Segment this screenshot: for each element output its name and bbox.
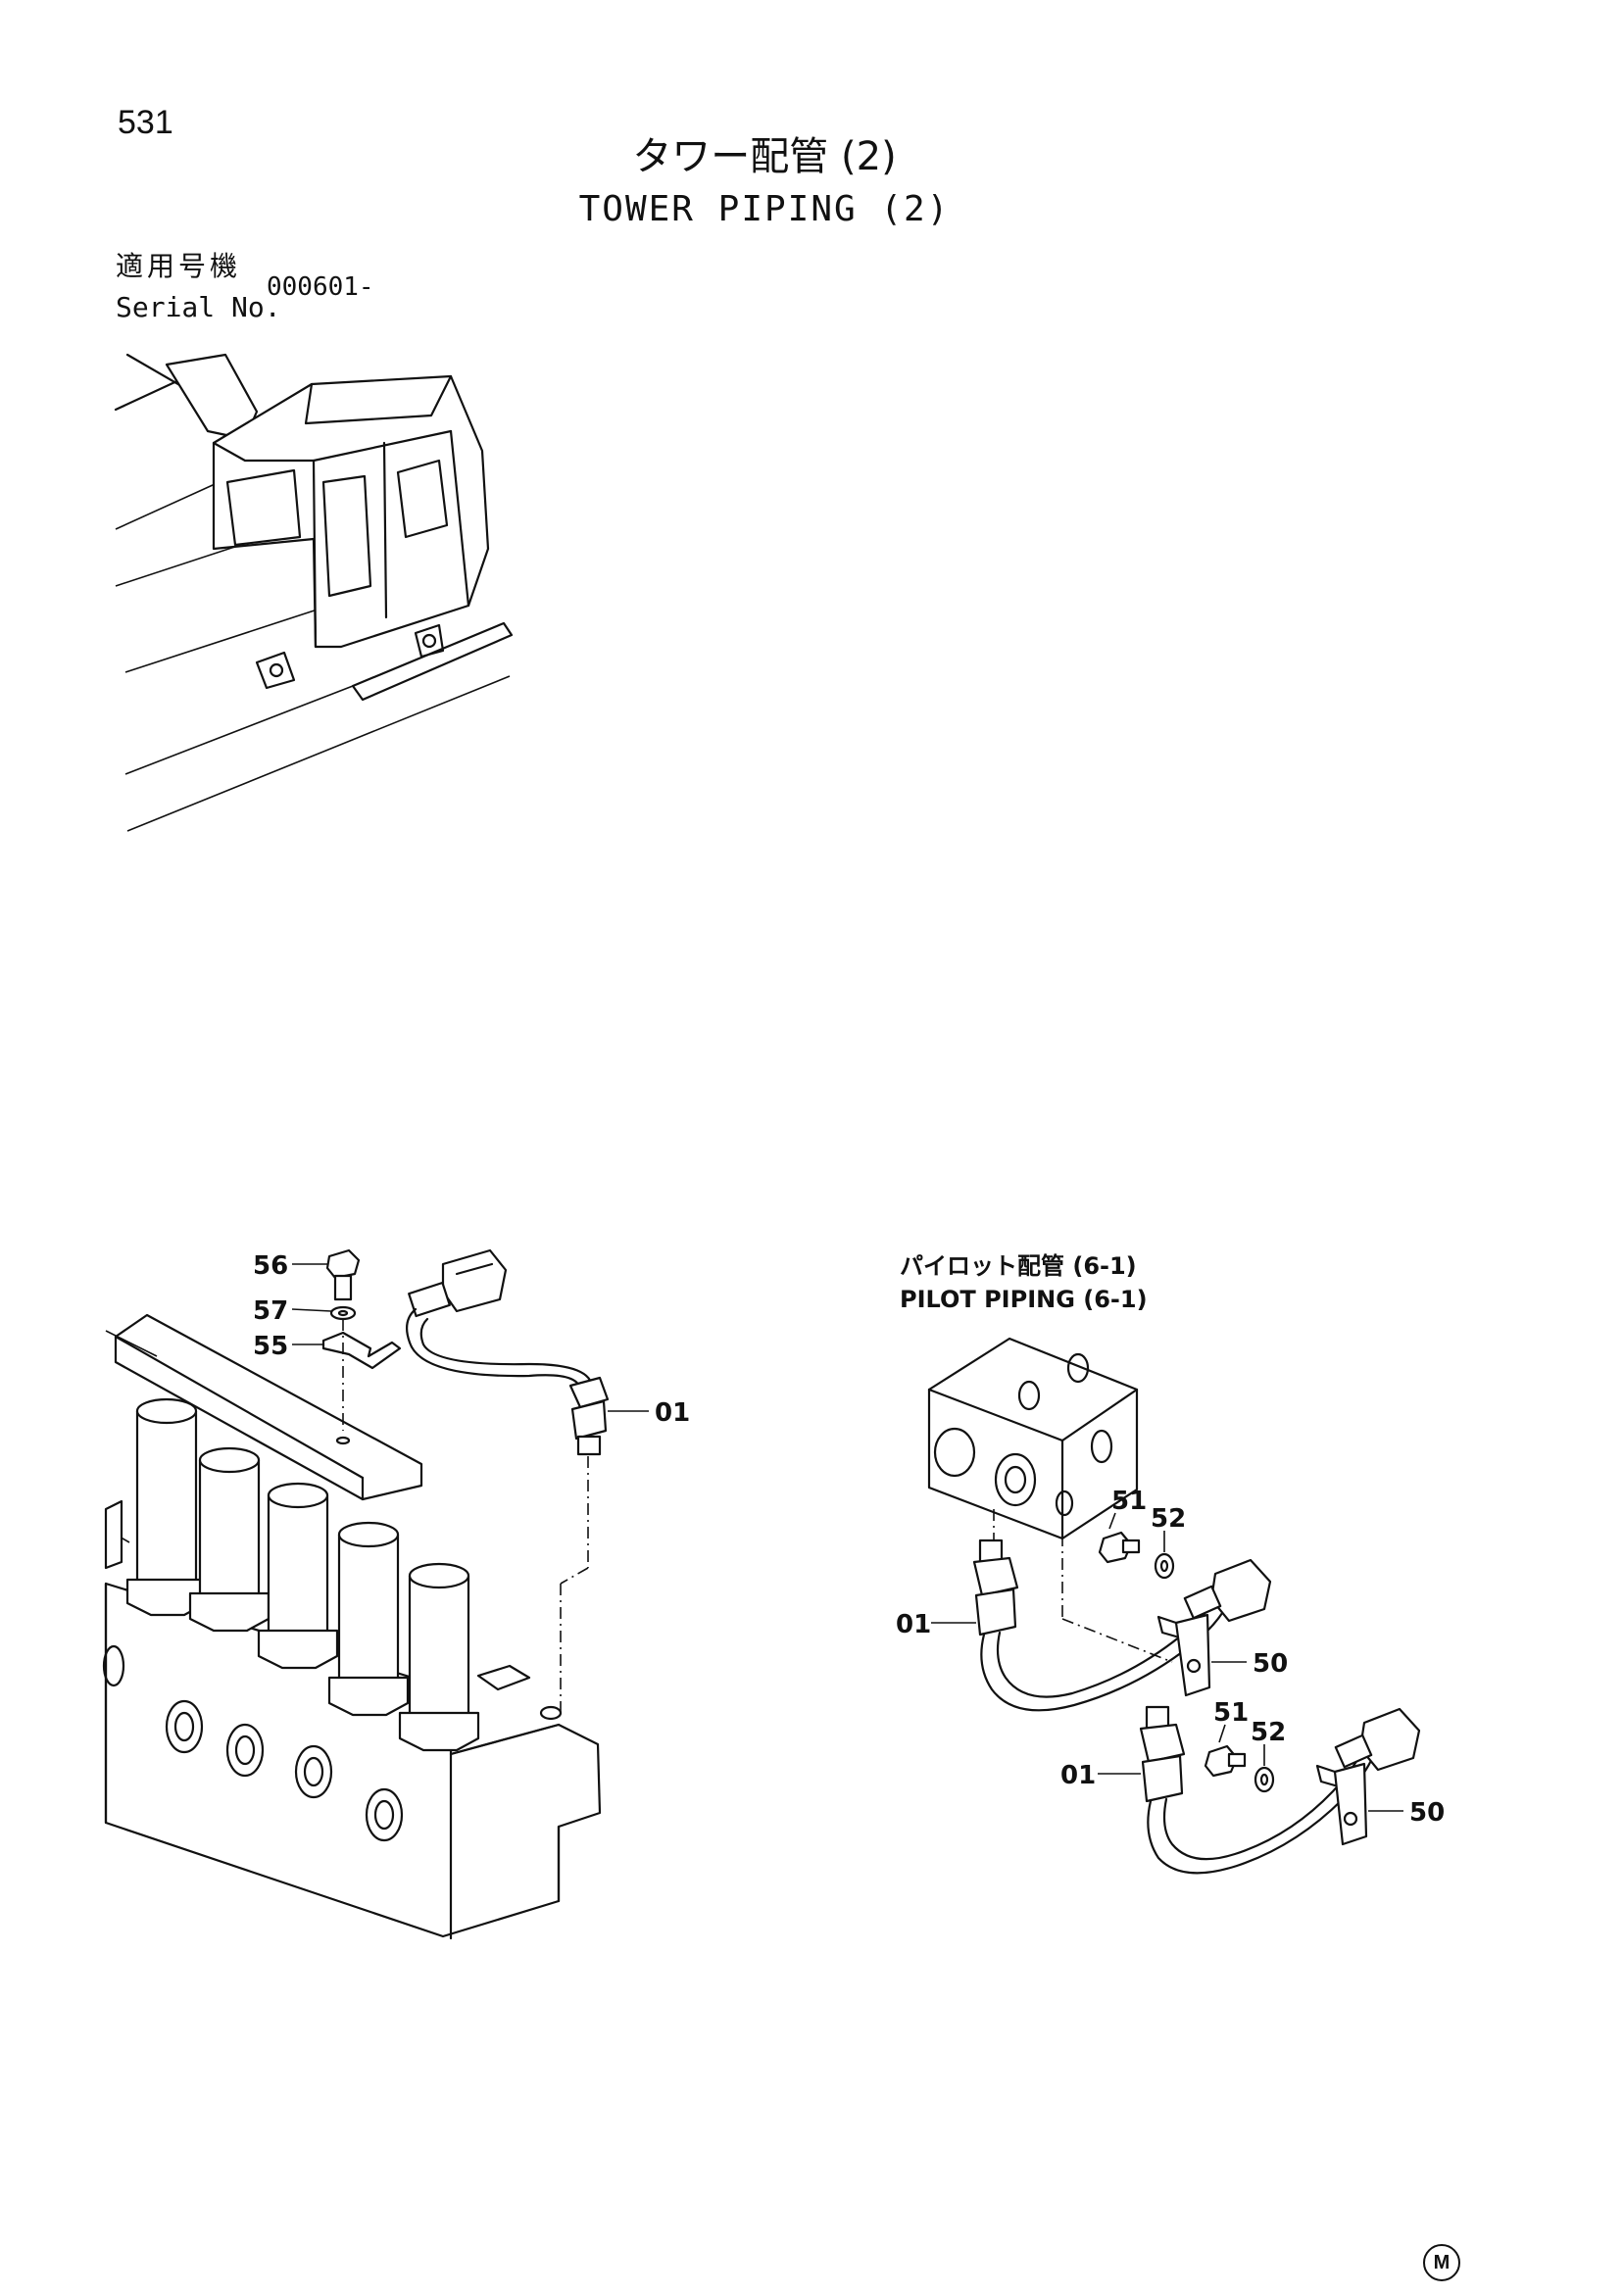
valve-cylinder xyxy=(188,1446,270,1633)
reference-label-en: PILOT PIPING (6-1) xyxy=(900,1286,1148,1313)
callout-52-upper: 52 xyxy=(1151,1504,1186,1534)
callout-57: 57 xyxy=(253,1296,288,1326)
valve-cylinder xyxy=(257,1482,339,1670)
callout-01: 01 xyxy=(655,1398,690,1428)
pilot-view-pipe-assembly-lower: 51 52 01 50 xyxy=(1060,1698,1445,1875)
serial-number-value: 000601- xyxy=(267,272,374,302)
valve-cylinder xyxy=(125,1397,208,1617)
reference-label-jp: パイロット配管 (6-1) xyxy=(900,1252,1137,1280)
manufacturer-mark-icon: M xyxy=(1423,2244,1460,2281)
valve-cylinder xyxy=(327,1521,410,1717)
callout-01-lower: 01 xyxy=(1060,1761,1096,1790)
pilot-view-block xyxy=(927,1337,1139,1540)
serial-label-jp: 適用号機 xyxy=(116,250,242,282)
callout-52-lower: 52 xyxy=(1251,1718,1286,1747)
main-view-pipe-assembly: 56 57 55 01 xyxy=(253,1248,690,1713)
callout-51-upper: 51 xyxy=(1111,1487,1147,1516)
callout-50-lower: 50 xyxy=(1409,1798,1445,1828)
callout-55: 55 xyxy=(253,1332,288,1361)
key-view-cab-illustration xyxy=(114,353,514,832)
callout-50-upper: 50 xyxy=(1253,1649,1288,1679)
callout-56: 56 xyxy=(253,1251,288,1281)
serial-label-en: Serial No. xyxy=(116,291,281,323)
page-number: 531 xyxy=(118,104,173,141)
main-view-valve-bank xyxy=(102,1313,602,1940)
valve-cylinder xyxy=(398,1562,480,1752)
page-title-en: TOWER PIPING (2) xyxy=(578,189,951,229)
callout-51-lower: 51 xyxy=(1213,1698,1249,1728)
page-title-jp: タワー配管 (2) xyxy=(632,134,897,179)
callout-01-upper: 01 xyxy=(896,1610,931,1639)
pilot-view-pipe-assembly-upper: 51 52 01 50 xyxy=(896,1487,1288,1712)
